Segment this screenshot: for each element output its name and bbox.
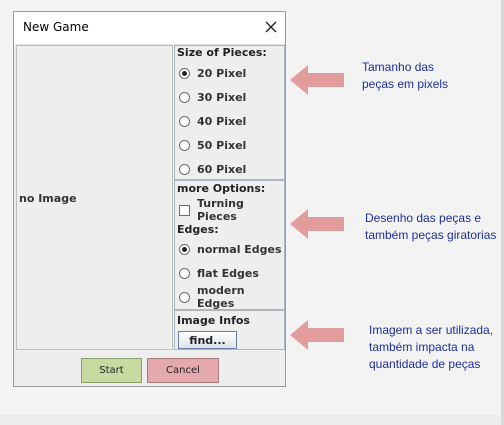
- arrow-left-icon: [290, 209, 344, 239]
- annotation-line: Tamanho das: [362, 60, 435, 74]
- window-edge: [501, 0, 504, 425]
- annotation-line: também peças giratorias: [365, 228, 497, 242]
- size-option-50[interactable]: 50 Pixel: [179, 137, 246, 153]
- more-options-section: more Options: Turning Pieces Edges: norm…: [174, 180, 285, 310]
- size-option-label: 40 Pixel: [197, 114, 247, 128]
- size-option-20[interactable]: 20 Pixel: [179, 65, 246, 81]
- annotation-line: Imagem a ser utilizada,: [369, 323, 494, 337]
- size-of-pieces-section: Size of Pieces: 20 Pixel 30 Pixel 40 Pix…: [174, 45, 285, 180]
- image-infos-heading: Image Infos: [177, 314, 250, 327]
- size-option-30[interactable]: 30 Pixel: [179, 89, 246, 105]
- edge-option-flat[interactable]: flat Edges: [179, 265, 259, 281]
- radio-selected[interactable]: [179, 243, 190, 255]
- size-option-label: 30 Pixel: [197, 90, 247, 104]
- no-image-label: no Image: [19, 192, 77, 205]
- radio-unselected[interactable]: [179, 291, 190, 303]
- size-option-label: 60 Pixel: [197, 162, 247, 176]
- annotation-line: também impacta na: [369, 340, 475, 354]
- radio-unselected[interactable]: [179, 139, 190, 151]
- annotation-piece-drawing: Desenho das peças e também peças girator…: [365, 210, 496, 244]
- radio-unselected[interactable]: [179, 163, 190, 175]
- edge-option-normal[interactable]: normal Edges: [179, 241, 282, 257]
- find-image-button[interactable]: find...: [178, 331, 237, 349]
- start-button[interactable]: Start: [81, 358, 142, 383]
- radio-unselected[interactable]: [179, 91, 190, 103]
- radio-unselected[interactable]: [179, 267, 190, 279]
- edges-heading: Edges:: [177, 223, 219, 236]
- size-option-60[interactable]: 60 Pixel: [179, 161, 246, 177]
- image-preview-pane: no Image: [16, 45, 173, 350]
- annotation-image: Imagem a ser utilizada, também impacta n…: [369, 322, 493, 373]
- edge-option-label: normal Edges: [197, 242, 282, 256]
- size-option-label: 50 Pixel: [197, 138, 247, 152]
- edge-option-modern[interactable]: modern Edges: [179, 284, 284, 310]
- annotation-line: peças em pixels: [362, 77, 449, 91]
- arrow-left-icon: [290, 320, 344, 350]
- dialog-titlebar: New Game: [14, 12, 285, 45]
- turning-pieces-checkbox[interactable]: Turning Pieces: [179, 197, 284, 223]
- annotation-piece-size: Tamanho das peças em pixels: [362, 59, 448, 93]
- cancel-button[interactable]: Cancel: [147, 358, 219, 383]
- edge-option-label: flat Edges: [197, 266, 259, 280]
- close-icon[interactable]: [263, 19, 279, 35]
- image-infos-section: Image Infos find...: [174, 310, 285, 350]
- new-game-dialog: New Game no Image Size of Pieces: 20 Pix…: [13, 11, 286, 387]
- turning-pieces-label: Turning Pieces: [197, 197, 244, 223]
- bottom-strip: [0, 415, 501, 425]
- dialog-title: New Game: [23, 20, 89, 34]
- edge-option-label: modern Edges: [197, 284, 245, 310]
- checkbox-box[interactable]: [179, 204, 190, 216]
- size-option-label: 20 Pixel: [197, 66, 247, 80]
- size-of-pieces-heading: Size of Pieces:: [177, 46, 267, 59]
- radio-selected[interactable]: [179, 67, 190, 79]
- size-option-40[interactable]: 40 Pixel: [179, 113, 246, 129]
- annotation-line: quantidade de peças: [369, 357, 481, 371]
- radio-unselected[interactable]: [179, 115, 190, 127]
- annotation-line: Desenho das peças e: [365, 211, 482, 225]
- more-options-heading: more Options:: [177, 182, 266, 195]
- arrow-left-icon: [290, 65, 344, 95]
